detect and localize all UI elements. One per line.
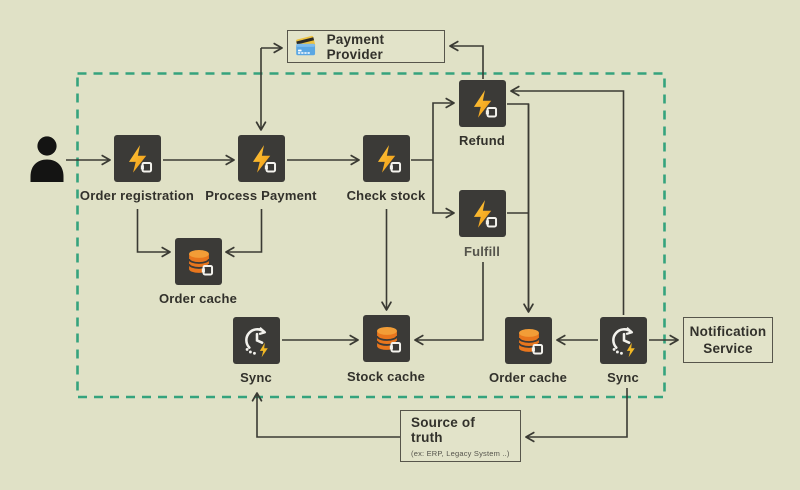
payment-provider-box: Payment Provider [287,30,445,63]
dashed-boundary [76,72,666,399]
payment-provider-label: Payment Provider [326,31,385,62]
person-icon [27,136,67,182]
sync-clock-icon [606,323,642,359]
sync-clock-icon [239,323,275,359]
node-check-stock-label: Check stock [346,188,426,203]
node-sync-left-label: Sync [240,370,272,385]
node-fulfill-label: Fulfill [463,244,501,259]
node-process-payment [238,135,285,182]
notification-service-label-line1: Notification [689,324,767,339]
notification-service-label-line2: Service [703,341,753,356]
node-order-registration [114,135,161,182]
user-actor [27,136,67,187]
notification-service-box: Notification Service [683,317,773,363]
node-sync-left [233,317,280,364]
node-refund-label: Refund [459,133,505,148]
node-sync-right [600,317,647,364]
database-icon [512,324,546,358]
node-order-registration-label: Order registration [79,188,195,203]
source-of-truth-title: Source of truth [411,414,476,445]
node-sync-right-label: Sync [607,370,639,385]
lambda-bolt-icon [370,142,404,176]
lambda-bolt-icon [245,142,279,176]
lambda-bolt-icon [466,87,500,121]
node-fulfill [459,190,506,237]
database-icon [182,245,216,279]
node-process-payment-label: Process Payment [205,188,317,203]
node-stock-cache-label: Stock cache [346,369,426,384]
node-order-cache-bottom-label: Order cache [488,370,568,385]
node-order-cache-top [175,238,222,285]
node-order-cache-top-label: Order cache [158,291,238,306]
node-refund [459,80,506,127]
node-check-stock [363,135,410,182]
source-of-truth-box: Source of truth (ex: ERP, Legacy System … [400,410,521,462]
source-of-truth-subtitle: (ex: ERP, Legacy System ..) [411,448,510,458]
node-order-cache-bottom [505,317,552,364]
database-icon [370,322,404,356]
node-stock-cache [363,315,410,362]
lambda-bolt-icon [466,197,500,231]
lambda-bolt-icon [121,142,155,176]
credit-card-icon [294,35,319,58]
